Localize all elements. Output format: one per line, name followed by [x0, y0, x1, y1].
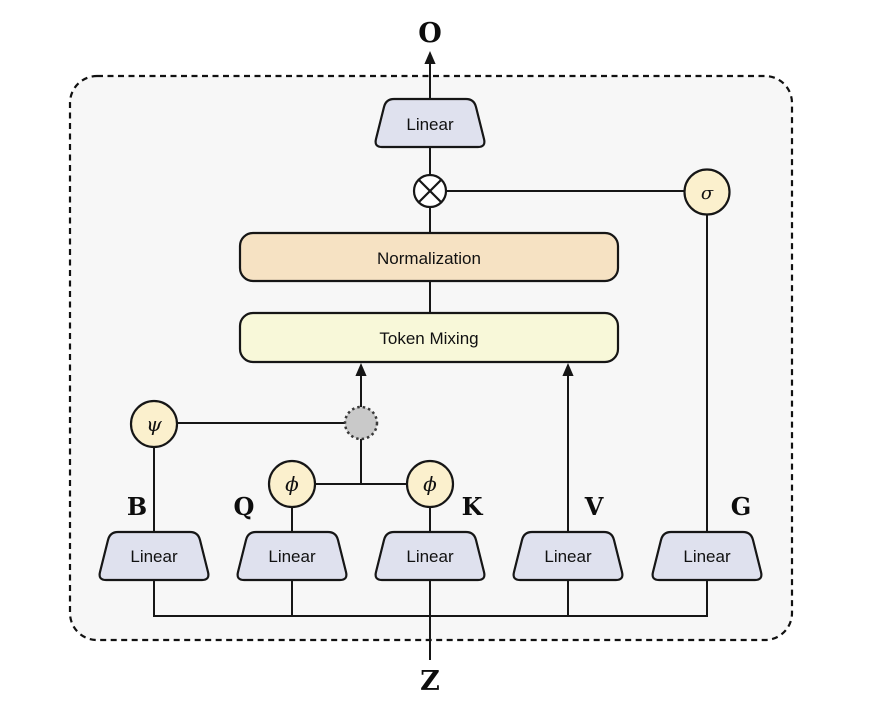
g-projection-label: Linear	[683, 547, 731, 566]
multiply-operator-icon	[412, 173, 448, 209]
placeholder-node	[343, 405, 379, 441]
psi-symbol: ψ	[146, 412, 162, 436]
q-projection-label: Linear	[268, 547, 316, 566]
b-projection-trapezoid	[98, 530, 210, 582]
token-mixing-box	[238, 311, 620, 364]
normalization-label: Normalization	[377, 249, 481, 268]
input-label: Z	[420, 666, 440, 697]
b-projection-label: Linear	[130, 547, 178, 566]
v-projection-label: Linear	[544, 547, 592, 566]
v-projection-trapezoid	[512, 530, 624, 582]
output-label: O	[418, 18, 442, 49]
branch-label-b: B	[127, 492, 147, 521]
output-projection-trapezoid	[374, 97, 486, 149]
sigma-gate-circle	[683, 168, 731, 216]
branch-label-q: Q	[234, 492, 255, 521]
normalization-box	[238, 231, 620, 283]
token-mixing-label: Token Mixing	[379, 329, 478, 348]
sigma-symbol: σ	[701, 183, 714, 204]
k-projection-label: Linear	[406, 547, 454, 566]
phi-q-symbol: ϕ	[285, 472, 299, 496]
branch-label-k: K	[462, 492, 484, 521]
phi-q-circle	[267, 459, 317, 509]
branch-label-g: G	[731, 492, 752, 521]
q-projection-trapezoid	[236, 530, 348, 582]
g-projection-trapezoid	[651, 530, 763, 582]
arrowhead-output	[424, 51, 436, 64]
phi-k-circle	[405, 459, 455, 509]
phi-k-symbol: ϕ	[423, 472, 437, 496]
arrowhead-v-tokenmixing	[562, 363, 574, 376]
k-projection-trapezoid	[374, 530, 486, 582]
psi-circle	[129, 399, 179, 449]
output-projection-label: Linear	[406, 115, 454, 134]
arrowhead-placeholder-tokenmixing	[355, 363, 367, 376]
branch-label-v: V	[584, 492, 604, 521]
